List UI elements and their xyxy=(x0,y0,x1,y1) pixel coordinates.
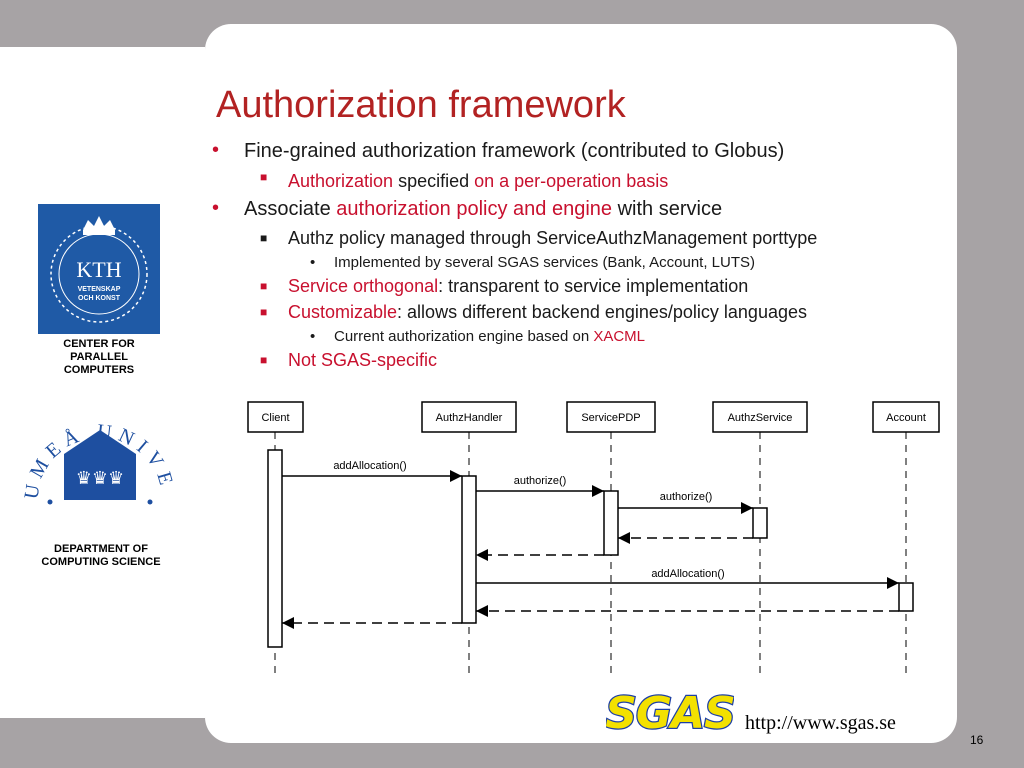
sidebar xyxy=(0,47,205,718)
bullet-text: Authorization specified on a per-operati… xyxy=(288,171,669,191)
sgas-url-link[interactable]: http://www.sgas.se xyxy=(745,712,896,734)
activation-servicepdp xyxy=(603,490,619,556)
sequence-diagram: Client AuthzHandler ServicePDP AuthzServ… xyxy=(247,401,940,678)
svg-text:AuthzService: AuthzService xyxy=(728,412,793,424)
lifeline-account: Account xyxy=(872,401,940,678)
svg-text:addAllocation(): addAllocation() xyxy=(333,460,406,472)
activation-authzservice xyxy=(752,507,768,539)
square-marker: ■ xyxy=(260,279,268,293)
svg-text:authorize(): authorize() xyxy=(514,475,567,487)
bullet-text: Authz policy managed through ServiceAuth… xyxy=(288,228,818,248)
square-marker: ■ xyxy=(260,353,268,367)
caption-line: COMPUTING SCIENCE xyxy=(41,556,161,568)
bullet-2-2: ■ Service orthogonal: transparent to ser… xyxy=(260,276,748,297)
bullet-text: Current authorization engine based on XA… xyxy=(334,328,646,345)
page-number: 16 xyxy=(970,733,984,747)
svg-text:ServicePDP: ServicePDP xyxy=(581,412,640,424)
square-marker: ■ xyxy=(260,305,268,319)
bullet-2-1-1: • Implemented by several SGAS services (… xyxy=(310,254,755,271)
svg-text:Account: Account xyxy=(886,412,926,424)
activation-authzhandler xyxy=(461,475,477,624)
bullet-2: • Associate authorization policy and eng… xyxy=(212,197,722,221)
bullet-text: Fine-grained authorization framework (co… xyxy=(244,140,785,162)
bullet-2-1: ■ Authz policy managed through ServiceAu… xyxy=(260,228,817,249)
svg-text:addAllocation(): addAllocation() xyxy=(651,568,724,580)
lifeline-authzservice: AuthzService xyxy=(712,401,808,678)
svg-text:♛♛♛: ♛♛♛ xyxy=(76,468,124,489)
svg-text:authorize(): authorize() xyxy=(660,491,713,503)
bullet-2-3: ■ Customizable: allows different backend… xyxy=(260,302,807,323)
caption-line: PARALLEL xyxy=(70,351,128,363)
svg-text:SGAS: SGAS xyxy=(606,688,734,739)
kth-caption: CENTER FOR PARALLEL COMPUTERS xyxy=(38,338,160,377)
message-authorize-1: authorize() xyxy=(476,475,604,497)
slide-title: Authorization framework xyxy=(216,84,626,126)
umea-university-logo: UMEÅ UNIVERSITET ♛♛♛ xyxy=(20,392,172,505)
kth-logo-sub1: VETENSKAP xyxy=(78,286,121,293)
message-addallocation-1: addAllocation() xyxy=(282,460,462,482)
svg-text:AuthzHandler: AuthzHandler xyxy=(436,412,503,424)
dot-marker: • xyxy=(310,328,316,345)
umu-caption: DEPARTMENT OF COMPUTING SCIENCE xyxy=(22,543,180,569)
kth-logo-sub2: OCH KONST xyxy=(78,295,121,302)
square-marker: ■ xyxy=(260,170,268,184)
bullet-text: Service orthogonal: transparent to servi… xyxy=(288,276,749,296)
caption-line: DEPARTMENT OF xyxy=(54,543,148,555)
activation-client xyxy=(267,449,283,648)
bullet-1: • Fine-grained authorization framework (… xyxy=(212,139,784,163)
bullet-text: Associate authorization policy and engin… xyxy=(244,198,723,220)
bullet-marker: • xyxy=(212,139,220,161)
caption-line: COMPUTERS xyxy=(63,364,135,376)
square-marker: ■ xyxy=(260,231,268,245)
kth-logo-text: KTH xyxy=(76,257,121,282)
bullet-marker: • xyxy=(212,197,220,219)
sgas-logo: SGAS xyxy=(606,687,734,740)
bullet-1-1: ■ Authorization specified on a per-opera… xyxy=(260,170,668,192)
bullet-2-3-1: • Current authorization engine based on … xyxy=(310,328,645,345)
dot-marker: • xyxy=(310,254,316,271)
message-authorize-2: authorize() xyxy=(618,491,753,514)
message-addallocation-2: addAllocation() xyxy=(476,568,899,589)
bullet-text: Implemented by several SGAS services (Ba… xyxy=(334,254,756,271)
bullet-text: Customizable: allows different backend e… xyxy=(288,302,807,322)
activation-account xyxy=(898,582,914,612)
svg-text:Client: Client xyxy=(261,412,289,424)
caption-line: CENTER FOR xyxy=(63,338,135,350)
bullet-text: Not SGAS-specific xyxy=(288,350,438,370)
kth-logo: KTH VETENSKAP OCH KONST xyxy=(38,204,160,334)
bullet-2-4: ■ Not SGAS-specific xyxy=(260,350,437,371)
